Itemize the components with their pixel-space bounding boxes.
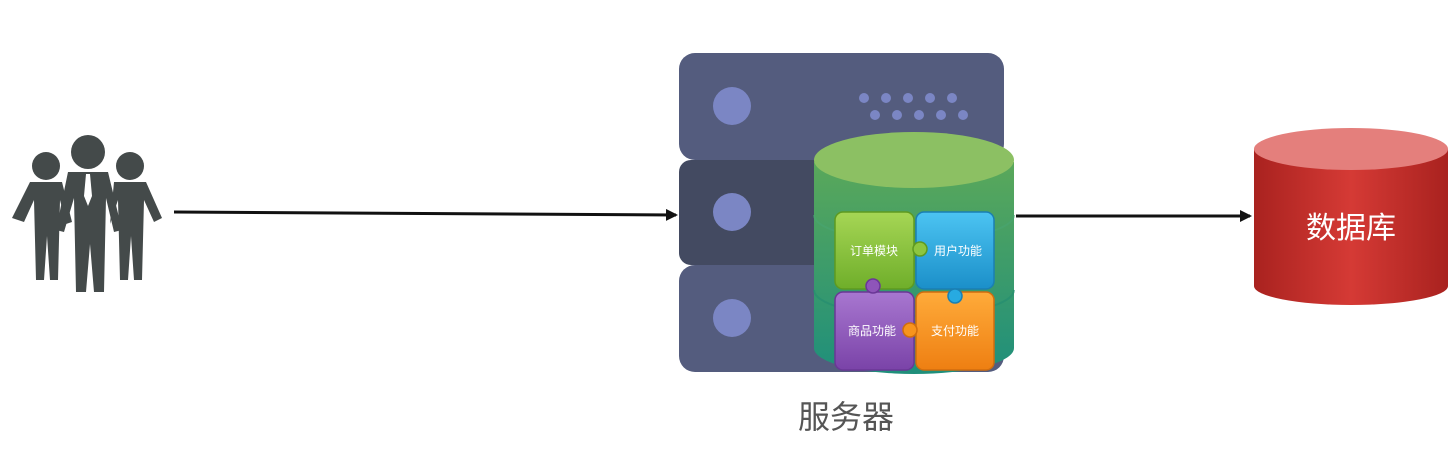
server-led-bottom	[713, 299, 751, 337]
arrow-users-to-server	[173, 208, 678, 221]
people-group-icon	[12, 135, 162, 292]
module-payment: 支付功能	[915, 291, 995, 371]
module-user-label: 用户功能	[934, 243, 982, 258]
puzzle-knob-product-payment	[902, 322, 918, 338]
puzzle-knob-order-product	[865, 278, 881, 294]
database-cylinder-icon: 数据库	[1254, 128, 1448, 305]
puzzle-knob-user-payment	[947, 288, 963, 304]
server-vent-dots	[859, 93, 968, 120]
module-product-label: 商品功能	[848, 323, 896, 338]
puzzle-knob-order-user	[912, 241, 928, 257]
database-label: 数据库	[1306, 211, 1396, 246]
module-user: 用户功能	[915, 211, 995, 290]
module-product: 商品功能	[834, 291, 915, 371]
module-payment-label: 支付功能	[931, 324, 979, 338]
module-order-label: 订单模块	[850, 244, 898, 258]
server-led-middle	[713, 193, 751, 231]
server-label: 服务器	[798, 398, 894, 436]
module-order: 订单模块	[834, 211, 915, 290]
server-led-top	[713, 87, 751, 125]
